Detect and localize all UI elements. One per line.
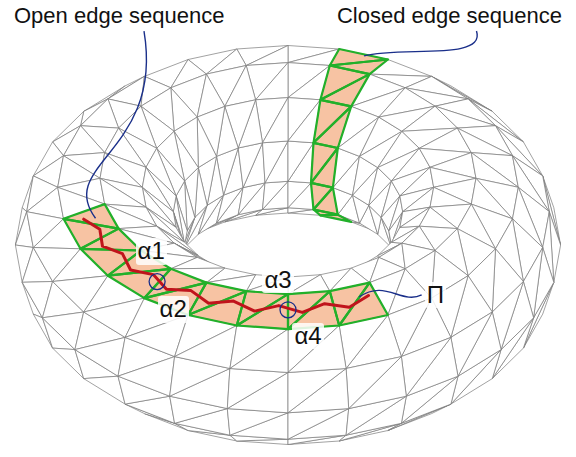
angle-arc <box>280 302 296 318</box>
edge-sequence <box>81 229 142 251</box>
mesh-face <box>402 106 458 131</box>
mesh-face <box>230 329 288 372</box>
mesh-face <box>401 337 451 396</box>
leader-line <box>364 31 477 56</box>
mesh-face <box>346 357 401 409</box>
mesh-face <box>263 141 289 183</box>
mesh-face <box>288 66 330 100</box>
geodesic-path <box>84 219 369 312</box>
mesh-face <box>227 409 288 436</box>
angle-label: α3 <box>262 267 293 293</box>
edge-sequence <box>314 106 352 148</box>
mesh-face <box>419 207 457 228</box>
mesh-face <box>175 326 237 369</box>
angle-label: α1 <box>136 238 167 264</box>
mesh-face <box>225 66 256 107</box>
mesh-face <box>197 117 216 168</box>
callout-label: Open edge sequence <box>14 4 224 28</box>
mesh-face <box>263 181 289 209</box>
mesh-face <box>263 181 289 209</box>
mesh-face <box>227 369 288 409</box>
mesh-face <box>81 229 142 251</box>
mesh-face <box>288 181 311 207</box>
mesh-face <box>100 178 146 207</box>
angle-label: α4 <box>292 323 323 349</box>
edge-sequence <box>314 188 338 215</box>
mesh-face <box>256 63 288 100</box>
mesh-face <box>238 143 262 188</box>
mesh-face <box>288 409 349 440</box>
mesh-face <box>64 126 105 156</box>
mesh-face <box>288 409 349 440</box>
mesh-face <box>288 369 346 413</box>
mesh-face <box>171 257 225 268</box>
angle-arc <box>149 274 165 290</box>
mesh-face <box>118 357 175 397</box>
mesh-face <box>75 337 125 376</box>
angle-label: α2 <box>158 296 189 322</box>
mesh-face <box>246 46 288 66</box>
edge-sequence <box>339 283 388 326</box>
leader-line <box>359 290 421 297</box>
mesh-face <box>288 141 314 181</box>
path-label: Π <box>425 282 446 308</box>
leader-line <box>87 31 147 218</box>
edge-sequence <box>188 283 246 315</box>
mesh-face <box>457 128 512 156</box>
mesh-face <box>100 178 146 207</box>
mesh-face <box>288 369 349 413</box>
mesh-face <box>263 98 289 143</box>
mesh-face <box>81 99 119 128</box>
edge-sequence <box>320 66 369 100</box>
edge-sequence <box>311 143 338 183</box>
callout-label: Closed edge sequence <box>337 4 562 28</box>
mesh-face <box>451 312 492 376</box>
